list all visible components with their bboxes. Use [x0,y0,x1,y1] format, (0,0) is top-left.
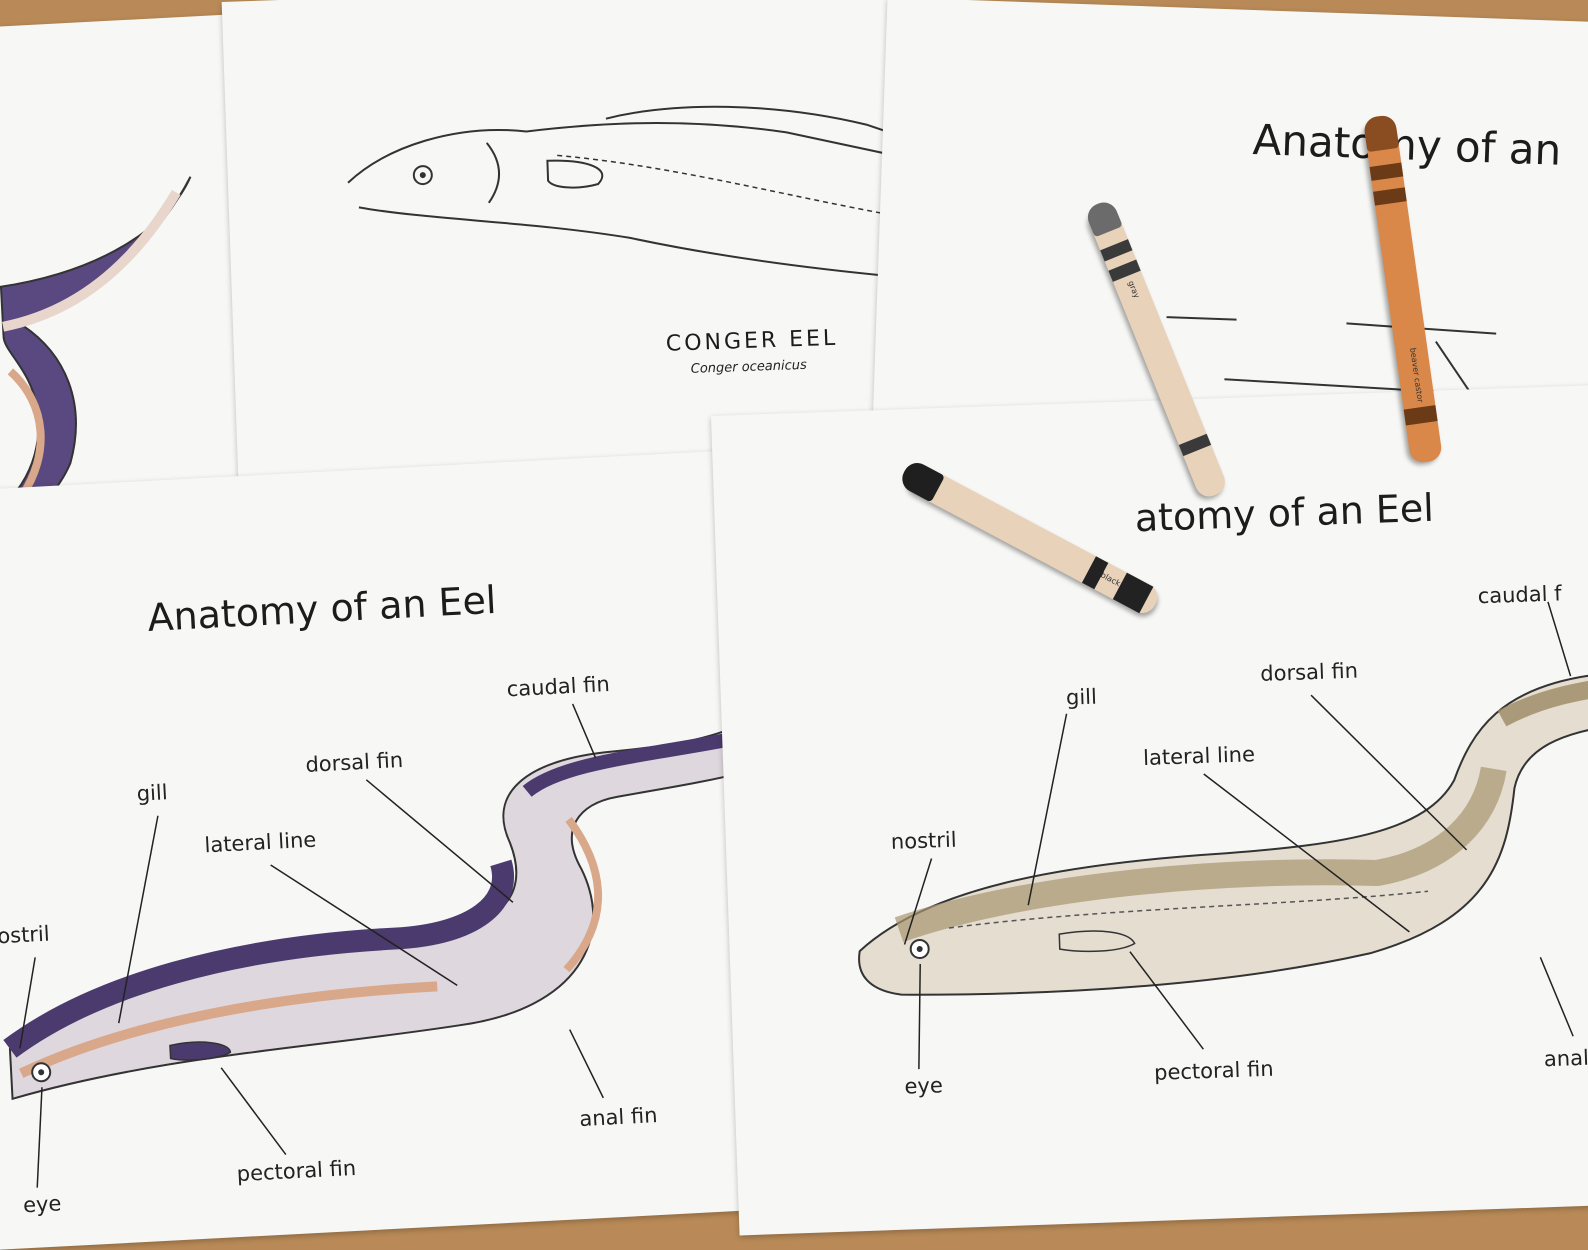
conger-eel-outline-drawing [347,105,912,280]
purple-label-nostril: nostril [0,921,51,950]
top-right-label-lines [1166,316,1497,399]
brown-label-gill: gill [1065,684,1098,710]
orange-crayon-label: beaver castor [1408,347,1425,404]
sheet-anatomy-purple: Anatomy of an Eel caudal fin dorsal fin … [0,449,780,1250]
black-crayon-label: black [1099,570,1123,589]
sheet-anatomy-brown: atomy of an Eel caudal f dorsal fin gill… [710,384,1588,1236]
gray-crayon-label: gray [1126,279,1142,300]
sheet-conger-eel: CONGER EEL Conger oceanicus [221,0,919,492]
brown-eel-drawing [858,601,1588,1070]
brown-label-caudal-fin: caudal f [1477,581,1562,609]
brown-label-eye: eye [904,1073,944,1099]
brown-label-anal-fin: anal [1543,1045,1588,1072]
brown-label-lateral-line: lateral line [1142,742,1256,771]
sheet-top-left [0,12,293,518]
purple-label-anal-fin: anal fin [578,1103,658,1132]
brown-label-nostril: nostril [890,827,957,854]
purple-label-eye: eye [22,1191,62,1218]
purple-eel-tail-drawing [0,176,192,518]
brown-label-dorsal-fin: dorsal fin [1259,658,1359,686]
purple-eel-drawing [3,703,758,1188]
sheet-top-right: Anatomy of an [872,0,1588,443]
brown-label-pectoral-fin: pectoral fin [1153,1056,1274,1085]
purple-label-gill: gill [136,780,169,806]
purple-label-dorsal-fin: dorsal fin [304,747,404,777]
